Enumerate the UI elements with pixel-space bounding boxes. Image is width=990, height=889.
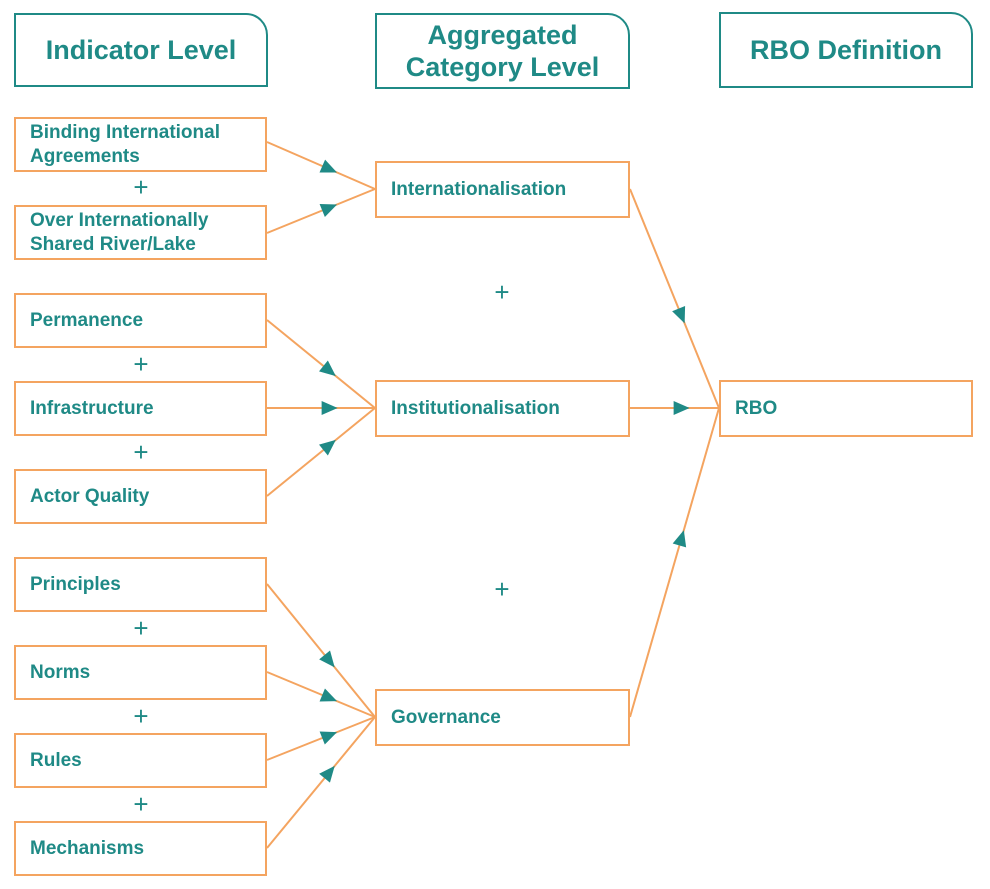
plus-sign: + bbox=[133, 349, 149, 379]
header-rbo-text: RBO Definition bbox=[750, 34, 942, 65]
connector-governance-to-rbo bbox=[629, 407, 720, 718]
indicator-infrastructure: Infrastructure bbox=[14, 381, 267, 436]
arrowhead-shared-to-internationalisation bbox=[319, 204, 338, 217]
indicator-actor-quality: Actor Quality bbox=[14, 469, 267, 524]
arrowhead-binding-to-internationalisation bbox=[319, 159, 337, 173]
arrowhead-institutionalisation-to-rbo bbox=[673, 401, 690, 415]
category-governance-label: Governance bbox=[391, 706, 501, 728]
header-indicator-text: Indicator Level bbox=[45, 34, 237, 65]
indicator-mechanisms-label: Mechanisms bbox=[30, 837, 145, 859]
arrowhead-actor-quality-to-institutionalisation bbox=[319, 439, 336, 456]
indicator-over-internationally-shared: Over Internationally Shared River/Lake bbox=[14, 205, 267, 260]
connector-rules-to-governance bbox=[266, 716, 376, 761]
connector-shared-to-internationalisation bbox=[266, 188, 376, 234]
indicator-rules-label: Rules bbox=[30, 749, 82, 771]
connector-norms-to-governance bbox=[266, 671, 376, 718]
indicator-infrastructure-label: Infrastructure bbox=[30, 397, 154, 419]
header-aggregated-line1: Aggregated bbox=[427, 19, 578, 50]
arrowhead-mechanisms-to-governance bbox=[319, 765, 335, 783]
connector-mechanisms-to-governance bbox=[266, 716, 376, 849]
indicator-norms: Norms bbox=[14, 645, 267, 700]
indicator-principles: Principles bbox=[14, 557, 267, 612]
plus-sign: + bbox=[133, 789, 149, 819]
arrowhead-rules-to-governance bbox=[319, 731, 338, 745]
connector-permanence-to-institutionalisation bbox=[266, 319, 376, 409]
header-aggregated-category-level: Aggregated Category Level bbox=[375, 13, 630, 89]
plus-sign: + bbox=[494, 574, 510, 604]
plus-sign: + bbox=[133, 172, 149, 202]
indicator-permanence: Permanence bbox=[14, 293, 267, 348]
indicator-binding-line2: Agreements bbox=[30, 145, 140, 167]
connector-principles-to-governance bbox=[266, 583, 376, 718]
plus-sign: + bbox=[133, 701, 149, 731]
indicator-binding-line1: Binding International bbox=[30, 121, 220, 143]
connector-internationalisation-to-rbo bbox=[629, 188, 720, 409]
connector-actor-quality-to-institutionalisation bbox=[266, 407, 376, 497]
category-internationalisation-label: Internationalisation bbox=[391, 178, 567, 200]
category-governance: Governance bbox=[375, 689, 630, 746]
plus-sign: + bbox=[494, 277, 510, 307]
indicator-rules: Rules bbox=[14, 733, 267, 788]
arrowhead-permanence-to-institutionalisation bbox=[319, 360, 336, 377]
category-institutionalisation-label: Institutionalisation bbox=[391, 397, 560, 419]
arrowhead-norms-to-governance bbox=[319, 688, 338, 702]
connector-binding-to-internationalisation bbox=[266, 141, 376, 190]
header-indicator-level: Indicator Level bbox=[14, 13, 268, 87]
indicator-binding-international-agreements: Binding International Agreements bbox=[14, 117, 267, 172]
arrowhead-internationalisation-to-rbo bbox=[672, 305, 686, 324]
indicator-mechanisms: Mechanisms bbox=[14, 821, 267, 876]
arrowhead-governance-to-rbo bbox=[672, 530, 687, 548]
plus-sign: + bbox=[133, 613, 149, 643]
category-institutionalisation: Institutionalisation bbox=[375, 380, 630, 437]
arrowhead-infrastructure-to-institutionalisation bbox=[321, 401, 338, 415]
definition-rbo: RBO bbox=[719, 380, 973, 437]
indicator-actor-quality-label: Actor Quality bbox=[30, 485, 150, 507]
indicator-principles-label: Principles bbox=[30, 573, 121, 595]
indicator-permanence-label: Permanence bbox=[30, 309, 144, 331]
definition-rbo-label: RBO bbox=[735, 397, 778, 419]
indicator-shared-line1: Over Internationally bbox=[30, 209, 209, 231]
header-aggregated-line2: Category Level bbox=[405, 52, 600, 82]
header-rbo-definition: RBO Definition bbox=[719, 12, 973, 88]
indicator-shared-line2: Shared River/Lake bbox=[30, 233, 196, 255]
plus-sign: + bbox=[133, 437, 149, 467]
arrowhead-principles-to-governance bbox=[319, 650, 335, 668]
indicator-norms-label: Norms bbox=[30, 661, 91, 683]
category-internationalisation: Internationalisation bbox=[375, 161, 630, 218]
